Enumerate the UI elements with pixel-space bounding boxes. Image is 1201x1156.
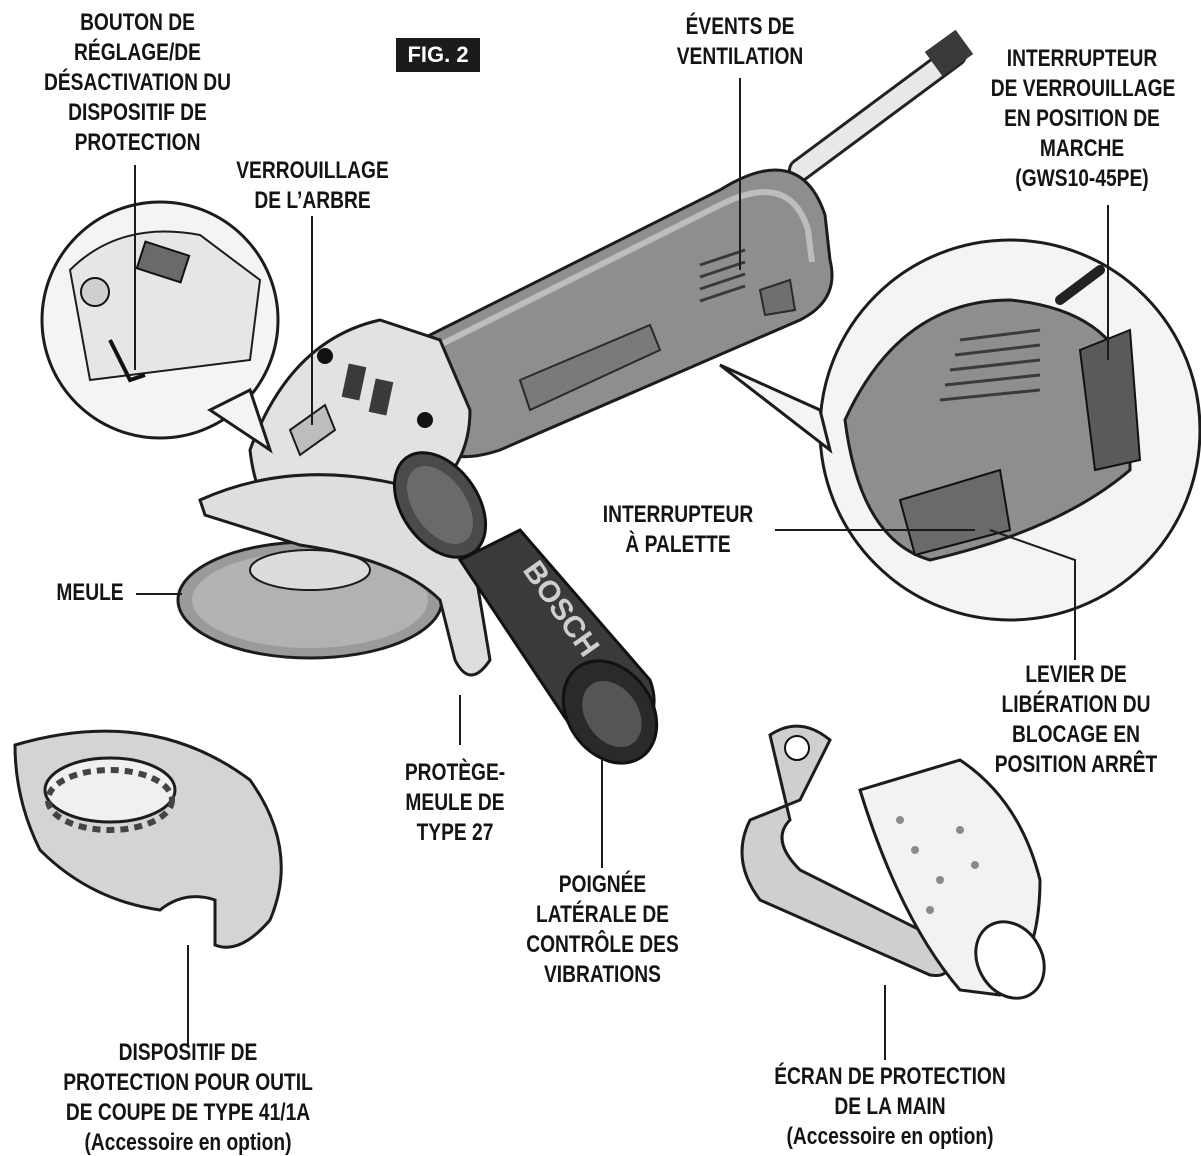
label-guard-button: BOUTON DE RÉGLAGE/DE DÉSACTIVATION DU DI… — [43, 9, 232, 156]
figure-tag: FIG. 2 — [396, 38, 480, 72]
motor-housing — [418, 168, 834, 459]
label-lock-on-switch: INTERRUPTEUR DE VERROUILLAGE EN POSITION… — [990, 45, 1176, 192]
label-side-handle: POIGNÉE LATÉRALE DE CONTRÔLE DES VIBRATI… — [526, 871, 679, 988]
label-hand-shield: ÉCRAN DE PROTECTION DE LA MAIN (Accessoi… — [774, 1063, 1006, 1150]
grinding-wheel — [176, 540, 444, 660]
power-cord — [788, 29, 974, 182]
hand-shield-illustration — [740, 724, 1046, 1000]
leader-lines — [134, 78, 1109, 1060]
label-lock-off-lever: LEVIER DE LIBÉRATION DU BLOCAGE EN POSIT… — [994, 661, 1158, 778]
type41-guard-illustration — [13, 729, 283, 949]
vents-slots — [699, 248, 746, 303]
label-vents: ÉVENTS DE VENTILATION — [676, 13, 804, 70]
label-paddle-switch: INTERRUPTEUR À PALETTE — [602, 501, 754, 558]
label-type41-guard: DISPOSITIF DE PROTECTION POUR OUTIL DE C… — [63, 1039, 313, 1156]
guard-button-detail-callout — [40, 200, 280, 454]
label-spindle-lock: VERROUILLAGE DE L’ARBRE — [236, 157, 389, 214]
side-handle: BOSCH — [392, 451, 659, 765]
switch-detail-callout — [719, 238, 1201, 622]
label-wheel: MEULE — [56, 579, 124, 606]
label-type27-guard: PROTÈGE- MEULE DE TYPE 27 — [404, 759, 506, 846]
